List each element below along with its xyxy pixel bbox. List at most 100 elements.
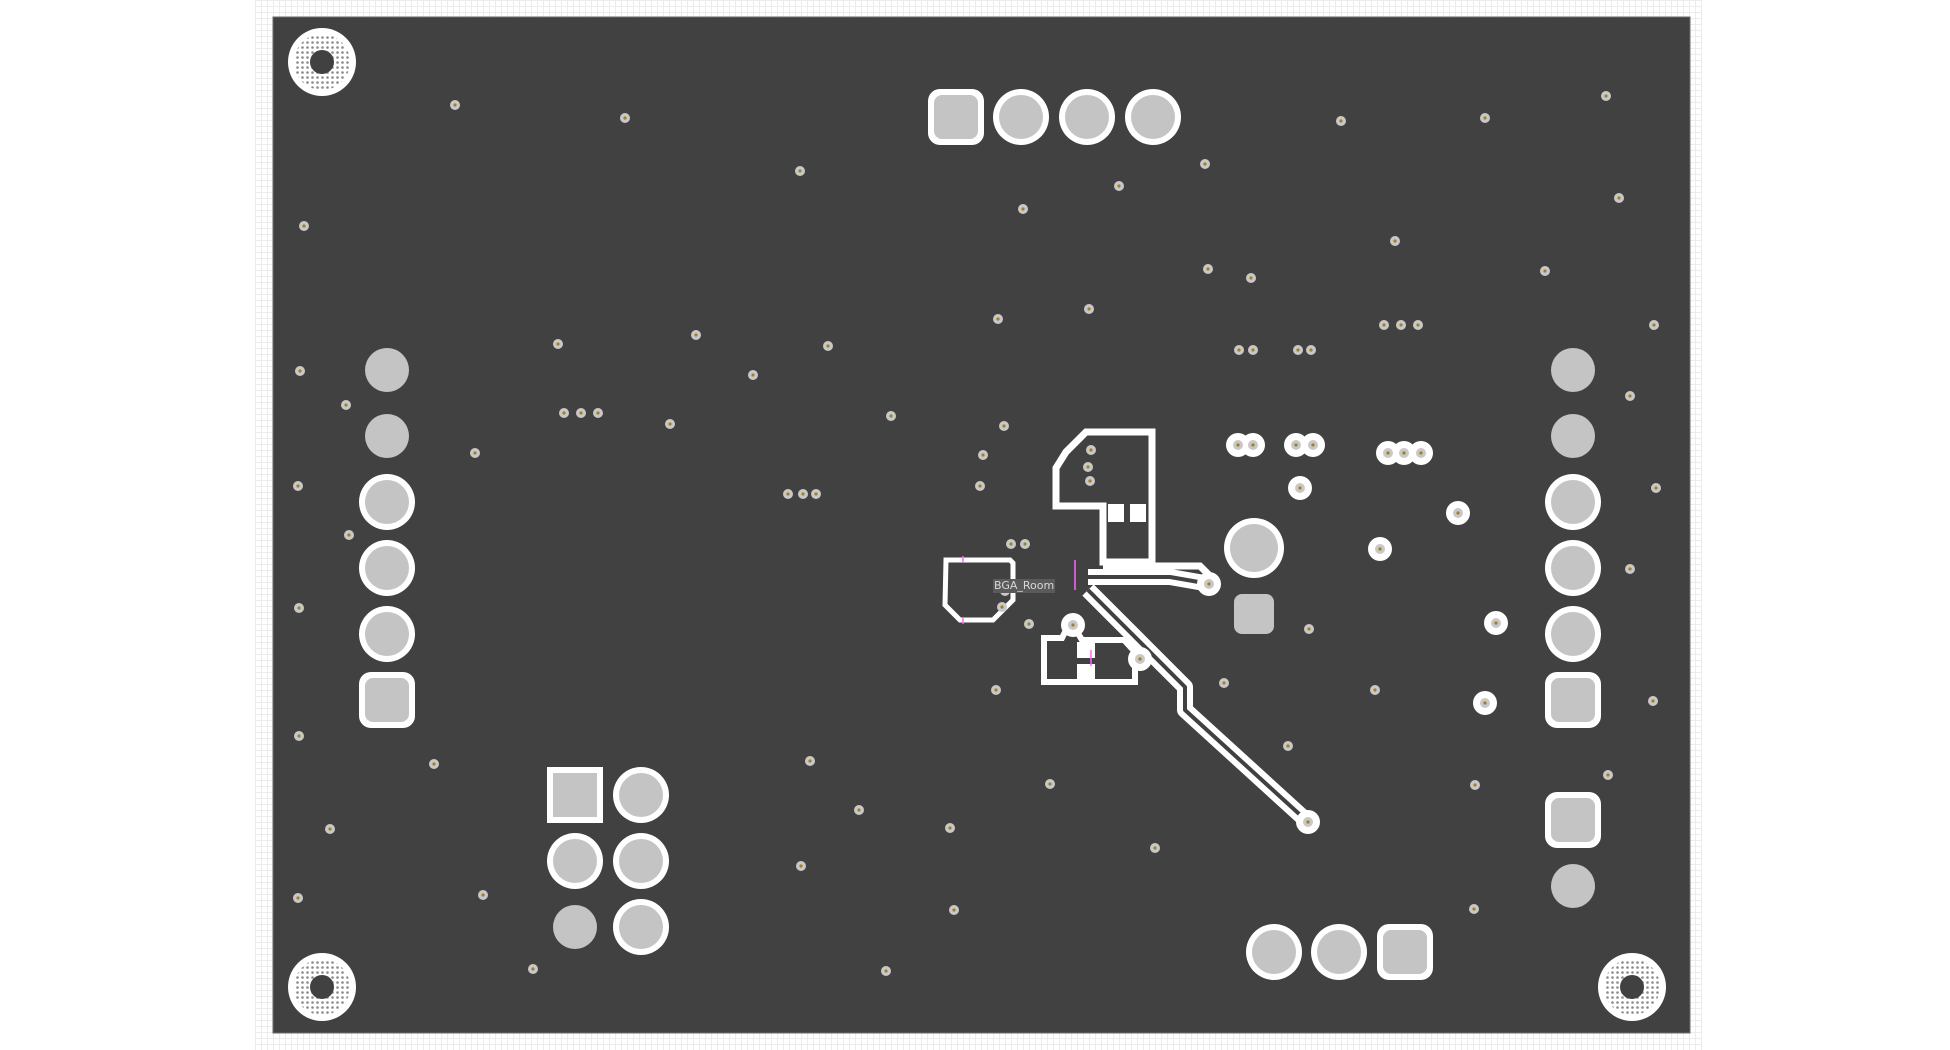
pad-round[interactable] [365, 480, 409, 524]
bga-room-label[interactable]: BGA_Room [993, 579, 1056, 593]
pad-round[interactable] [1551, 414, 1595, 458]
pad-square[interactable] [553, 773, 597, 817]
pad-round[interactable] [1317, 930, 1361, 974]
via-drill [1494, 621, 1498, 625]
pad-round[interactable] [365, 348, 409, 392]
via-drill [786, 492, 790, 496]
through-hole-pads [359, 89, 1601, 980]
via-drill [1419, 451, 1423, 455]
pad-square[interactable] [1551, 798, 1595, 842]
via-drill [1251, 348, 1255, 352]
via-drill [1286, 744, 1290, 748]
pad-round[interactable] [619, 773, 663, 817]
via-drill [1473, 783, 1477, 787]
via-drill [1203, 162, 1207, 166]
pad-square[interactable] [934, 95, 978, 139]
via-drill [347, 533, 351, 537]
via-drill [1237, 348, 1241, 352]
via-drill [994, 688, 998, 692]
via-drill [1382, 323, 1386, 327]
via-drill [1002, 424, 1006, 428]
via-drill [668, 422, 672, 426]
via-drill [1307, 627, 1311, 631]
via-drill [1086, 465, 1090, 469]
via-drill [1027, 622, 1031, 626]
pad-square[interactable] [365, 678, 409, 722]
pad-round[interactable] [1551, 546, 1595, 590]
via-drill [473, 451, 477, 455]
smd-pad [1077, 664, 1095, 680]
pad-round[interactable] [1065, 95, 1109, 139]
via-drill [1306, 820, 1310, 824]
via-drill [328, 827, 332, 831]
via-drill [996, 317, 1000, 321]
via-drill [1628, 567, 1632, 571]
mounting-hole-drill [1620, 975, 1644, 999]
via-drill [1296, 348, 1300, 352]
via-drill [1309, 348, 1313, 352]
via-drill [1456, 511, 1460, 515]
via-drill [952, 908, 956, 912]
via-drill [1249, 276, 1253, 280]
via-drill [948, 826, 952, 830]
via-drill [1604, 94, 1608, 98]
pad-round[interactable] [553, 839, 597, 883]
via-drill [1399, 323, 1403, 327]
via-drill [1153, 846, 1157, 850]
smd-pad [1077, 642, 1095, 658]
via-drill [1654, 486, 1658, 490]
via-drill [579, 411, 583, 415]
via-drill [889, 414, 893, 418]
copper-traces [1082, 569, 1314, 828]
pad-square[interactable] [1234, 594, 1274, 634]
pad-round[interactable] [365, 612, 409, 656]
pad-round[interactable] [1551, 612, 1595, 656]
via-drill [884, 969, 888, 973]
via-drill [1339, 119, 1343, 123]
via-drill [857, 808, 861, 812]
via-drill [453, 103, 457, 107]
via-drill [1048, 782, 1052, 786]
via-drill [1472, 907, 1476, 911]
via-drill [556, 342, 560, 346]
via-drill [1294, 443, 1298, 447]
smd-pad [1130, 504, 1146, 522]
via-drill [1222, 681, 1226, 685]
pad-square[interactable] [1551, 678, 1595, 722]
via-drill [297, 734, 301, 738]
via-drill [798, 169, 802, 173]
pad-round[interactable] [365, 546, 409, 590]
via-drill [1617, 196, 1621, 200]
pad-round[interactable] [619, 905, 663, 949]
via-drill [1087, 307, 1091, 311]
pad-round[interactable] [1131, 95, 1175, 139]
via-drill [1393, 239, 1397, 243]
pcb-board-outline [272, 16, 1691, 1034]
pad-round[interactable] [365, 414, 409, 458]
via-drill [1089, 448, 1093, 452]
via-drill [1021, 207, 1025, 211]
pad-round[interactable] [1252, 930, 1296, 974]
via-drill [1138, 657, 1142, 661]
pad-round[interactable] [553, 905, 597, 949]
via-drill [1416, 323, 1420, 327]
via-drill [808, 759, 812, 763]
pad-round[interactable] [1551, 348, 1595, 392]
pad-square[interactable] [1383, 930, 1427, 974]
pad-round[interactable] [619, 839, 663, 883]
via-drill [801, 492, 805, 496]
via-drill [344, 403, 348, 407]
via-drill [814, 492, 818, 496]
via-drill [694, 333, 698, 337]
via-drill [1009, 542, 1013, 546]
via-drill [1117, 184, 1121, 188]
via-drill [1373, 688, 1377, 692]
via-drill [531, 967, 535, 971]
pad-round[interactable] [1551, 480, 1595, 524]
pad-round[interactable] [1551, 864, 1595, 908]
pad-round[interactable] [1230, 524, 1278, 572]
via-drill [432, 762, 436, 766]
via-drill [296, 484, 300, 488]
pad-round[interactable] [999, 95, 1043, 139]
